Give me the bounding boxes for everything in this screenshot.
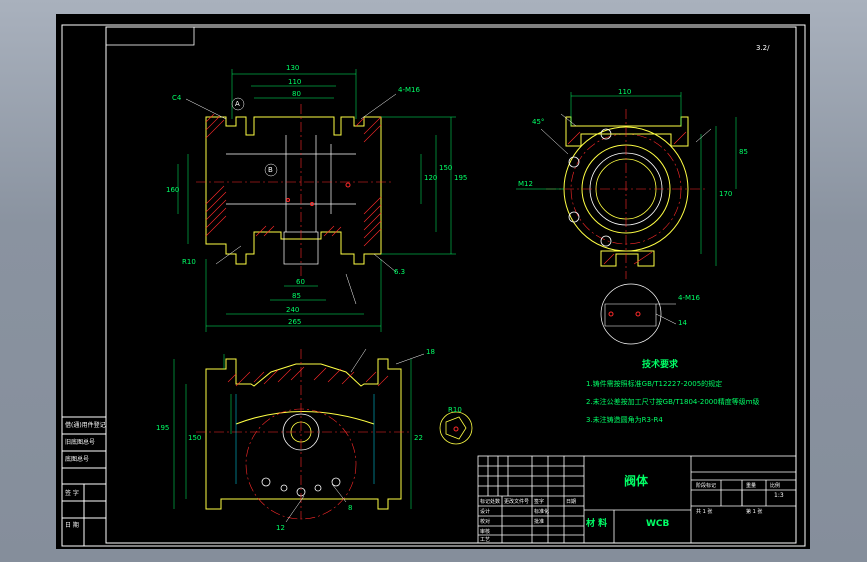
top-view bbox=[173, 348, 425, 523]
sheet-border bbox=[61, 24, 806, 547]
tb-role-4: 标准化 bbox=[534, 509, 550, 515]
dim-top-195: 195 bbox=[156, 424, 170, 432]
dim-side-170: 170 bbox=[719, 190, 733, 198]
tech-title: 技术要求 bbox=[642, 360, 679, 370]
dim-side-110: 110 bbox=[618, 88, 632, 96]
dim-top-12: 12 bbox=[276, 524, 285, 532]
dim-195: 195 bbox=[454, 174, 468, 182]
left-cell-3: 底图总号 bbox=[65, 456, 90, 463]
part-name: 阀体 bbox=[624, 474, 649, 488]
datum-a: A bbox=[235, 100, 240, 108]
tech-note-3: 3.未注铸造圆角为R3-R4 bbox=[586, 416, 663, 424]
dim-side-45: 45° bbox=[532, 118, 545, 126]
code-box bbox=[105, 26, 195, 46]
dim-240: 240 bbox=[286, 306, 300, 314]
tb-row-0: 标记 bbox=[480, 499, 491, 505]
material-label: 材 料 bbox=[586, 519, 608, 529]
dim-detail-4xM16: 4-M16 bbox=[678, 294, 700, 302]
dim-detail-14: 14 bbox=[678, 319, 687, 327]
drawing-frame bbox=[105, 26, 797, 544]
detail-view-r bbox=[600, 283, 677, 345]
datum-b: B bbox=[268, 166, 273, 174]
dim-4xM16: 4-M16 bbox=[398, 86, 420, 94]
tb-role-5: 批准 bbox=[534, 519, 545, 525]
dim-85: 85 bbox=[292, 292, 301, 300]
detail-view-small bbox=[439, 411, 473, 445]
title-block-lines bbox=[477, 455, 797, 544]
dim-150: 150 bbox=[439, 164, 453, 172]
dim-265: 265 bbox=[288, 318, 302, 326]
drawing-canvas bbox=[61, 24, 806, 547]
dim-detail-r10: R10 bbox=[448, 406, 462, 414]
tb-sheet-0: 共 1 张 bbox=[696, 509, 713, 515]
dim-side-m: M12 bbox=[518, 180, 533, 188]
tb-row-3: 签字 bbox=[534, 499, 545, 505]
dim-top-22: 22 bbox=[414, 434, 423, 442]
tech-note-1: 1.铸件需按照标准GB/T12227-2005的规定 bbox=[586, 380, 723, 388]
dim-120: 120 bbox=[424, 174, 438, 182]
tb-stage-0: 阶段标记 bbox=[696, 483, 717, 489]
tb-scale: 1:3 bbox=[774, 492, 784, 499]
dim-110: 110 bbox=[288, 78, 302, 86]
tb-row-2: 更改文件号 bbox=[504, 499, 530, 505]
tb-stage-2: 比例 bbox=[770, 483, 781, 489]
tb-role-1: 校对 bbox=[480, 519, 491, 525]
tb-role-0: 设计 bbox=[480, 509, 491, 515]
material-value: WCB bbox=[646, 519, 670, 529]
left-cell-2: 旧底图总号 bbox=[65, 439, 96, 446]
dim-160: 160 bbox=[166, 186, 180, 194]
dim-top-150: 150 bbox=[188, 434, 202, 442]
tb-row-1: 处数 bbox=[490, 499, 501, 505]
tb-sheet-1: 第 1 张 bbox=[746, 509, 763, 515]
drawing-sheet: 3.2/ 130 110 80 265 240 85 60 160 195 15… bbox=[56, 14, 810, 549]
left-cell-5: 日 期 bbox=[65, 522, 79, 529]
dim-80: 80 bbox=[292, 90, 301, 98]
tech-note-2: 2.未注公差按加工尺寸按GB/T1804-2000精度等级m级 bbox=[586, 398, 760, 406]
dim-ra: 6.3 bbox=[394, 268, 406, 276]
dim-side-85: 85 bbox=[739, 148, 748, 156]
side-view bbox=[516, 92, 737, 279]
dim-130: 130 bbox=[286, 64, 300, 72]
dim-top-8: 8 bbox=[348, 504, 353, 512]
dim-r10: R10 bbox=[182, 258, 196, 266]
roughness-note: 3.2/ bbox=[756, 44, 770, 52]
dim-c4: C4 bbox=[172, 94, 182, 102]
dim-top-18: 18 bbox=[426, 348, 435, 356]
tb-role-3: 工艺 bbox=[480, 537, 491, 543]
tb-role-2: 审核 bbox=[480, 529, 491, 535]
tb-row-4: 日期 bbox=[566, 499, 577, 505]
left-cell-4: 签 字 bbox=[65, 490, 79, 497]
tb-stage-1: 重量 bbox=[746, 483, 757, 489]
front-section-view bbox=[177, 69, 456, 332]
left-cell-1: 借(通)用件登记 bbox=[65, 422, 106, 429]
left-strip bbox=[62, 416, 106, 546]
dim-60: 60 bbox=[296, 278, 305, 286]
